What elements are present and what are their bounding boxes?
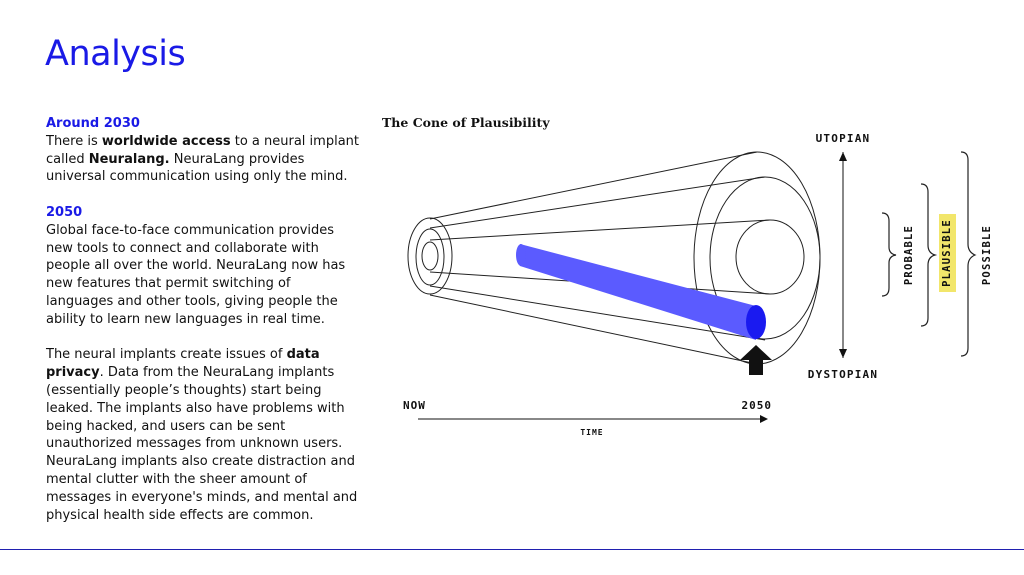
- section-paragraph-2050: Global face-to-face communication provid…: [46, 222, 346, 327]
- cone-of-plausibility-diagram: The Cone of Plausibility UTOPIAN DYSTOPI…: [382, 115, 993, 437]
- bold-data-privacy: data privacy: [46, 347, 320, 381]
- axis-arrow-down-icon: [839, 349, 847, 358]
- plausible-label: PLAUSIBLE: [941, 219, 953, 287]
- plausible-bracket: [920, 183, 938, 327]
- section-heading-2050: 2050: [46, 204, 83, 220]
- dystopian-label: DYSTOPIAN: [808, 368, 878, 381]
- axis-arrow-up-icon: [839, 152, 847, 161]
- time-label: TIME: [580, 428, 603, 437]
- now-label: NOW: [403, 399, 426, 412]
- section-heading-2030: Around 2030: [46, 116, 140, 131]
- page-title: Analysis: [45, 34, 186, 74]
- bracket-lines: [881, 151, 977, 357]
- end-year-label: 2050: [742, 399, 773, 412]
- bold-worldwide-access: worldwide access: [101, 133, 231, 149]
- section-paragraph-privacy: The neural implants create issues of dat…: [46, 347, 358, 523]
- probable-path: [516, 244, 766, 340]
- path-start-cap: [516, 244, 526, 266]
- path-body: [520, 244, 756, 340]
- probable-label: PROBABLE: [903, 225, 915, 285]
- cone-lines: [429, 151, 771, 365]
- probable-bracket: [881, 212, 897, 297]
- diagram-title: The Cone of Plausibility: [382, 115, 550, 130]
- text-column: Around 2030 There is worldwide access to…: [46, 115, 361, 524]
- utopian-label: UTOPIAN: [816, 132, 871, 145]
- cone-end-circles: [693, 151, 821, 365]
- cone-start-circles: [407, 217, 453, 295]
- footer-rule: [0, 549, 1024, 550]
- present-future-arrow-icon: [740, 345, 772, 375]
- section-paragraph-2030: There is worldwide access to a neural im…: [46, 133, 359, 185]
- possible-label: POSSIBLE: [981, 225, 993, 285]
- path-end-cap: [746, 305, 766, 339]
- bold-neuralang: Neuralang.: [88, 151, 170, 167]
- possible-bracket: [960, 151, 977, 357]
- plausible-highlight: [939, 214, 956, 292]
